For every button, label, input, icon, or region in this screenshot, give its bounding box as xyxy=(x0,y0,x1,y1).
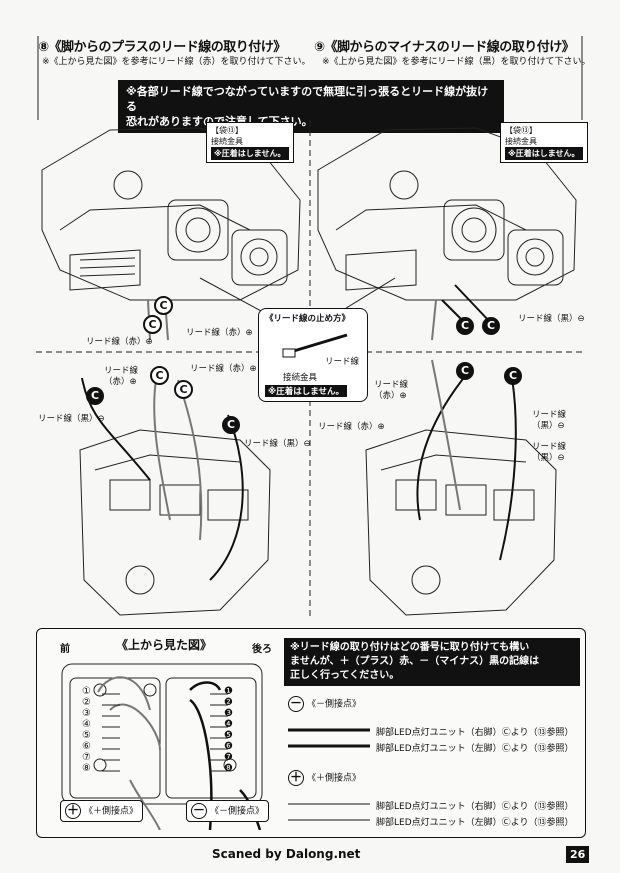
c-marker: C xyxy=(154,296,173,315)
contact-number: ❸ xyxy=(224,708,233,719)
minus-legend-title: －《－側接点》 xyxy=(288,696,361,712)
contact-number: ⑧ xyxy=(82,763,91,774)
step8-subtitle: ※《上から見た図》を参考にリード線（赤）を取り付けて下さい。 xyxy=(42,57,311,67)
red-wire-label-b: （赤）⊕ xyxy=(104,377,137,387)
warning-banner: ※各部リード線でつながっていますので無理に引っ張るとリード線が抜ける 恐れがあり… xyxy=(118,80,504,133)
c-marker-filled: C xyxy=(504,367,522,385)
step9-title: ⑨《脚からのマイナスのリード線の取り付け》 xyxy=(314,40,575,55)
legend-row: 脚部LED点灯ユニット（右脚）Ⓒより（⑬参照） xyxy=(376,802,574,812)
plus-icon: ＋ xyxy=(288,770,304,786)
black-wire-label-a: リード線 xyxy=(532,410,567,420)
plus-legend-title: ＋《＋側接点》 xyxy=(288,770,361,786)
plus-contact-label: 《＋側接点》 xyxy=(84,806,139,817)
connector-drawing xyxy=(282,333,348,358)
c-marker: C xyxy=(174,380,193,399)
lead-stop-wire: リード線 xyxy=(325,357,360,367)
c-marker: C xyxy=(150,366,169,385)
contact-number: ① xyxy=(82,686,91,697)
red-wire-label-a: リード線 xyxy=(104,366,139,376)
contact-number: ❺ xyxy=(224,730,233,741)
warning-line1: ※各部リード線でつながっていますので無理に引っ張るとリード線が抜ける xyxy=(126,85,489,113)
red-wire-label: リード線（赤）⊕ xyxy=(86,337,153,347)
red-wire-label: リード線（赤）⊕ xyxy=(318,422,385,432)
black-wire-label-b: （黒）⊖ xyxy=(532,453,565,463)
black-wire-label-a: リード線 xyxy=(532,442,567,452)
step8-title: ⑧《脚からのプラスのリード線の取り付け》 xyxy=(38,40,286,55)
lead-stop-part: 接続金具 xyxy=(283,373,318,383)
bag13-callout-right: 【袋⑬】 接続金具 ※圧着はしません。 xyxy=(500,122,588,163)
black-wire-label: リード線（黒）⊖ xyxy=(38,414,105,424)
minus-contact-numbers: ❶ ❷ ❸ ❹ ❺ ❻ ❼ ❽ xyxy=(224,686,233,774)
note-line: 正しく行ってください。 xyxy=(290,670,400,681)
minus-contact-key: －《－側接点》 xyxy=(186,800,270,822)
red-wire-sample xyxy=(288,803,370,821)
note-line: ませんが、＋（プラス）赤、－（マイナス）黒の記線は xyxy=(290,656,540,667)
wiring-note: ※リード線の取り付けはどの番号に取り付けても構い ませんが、＋（プラス）赤、－（… xyxy=(284,638,580,686)
plus-icon: ＋ xyxy=(65,803,81,819)
bag-label: 【袋⑬】 xyxy=(211,126,243,135)
scan-credit: Scaned by Dalong.net xyxy=(212,847,361,861)
contact-number: ❻ xyxy=(224,741,233,752)
legend-row: 脚部LED点灯ユニット（左脚）Ⓒより（⑬参照） xyxy=(376,744,574,754)
contact-number: ⑦ xyxy=(82,752,91,763)
top-view-title: 《上から見た図》 xyxy=(116,638,213,652)
minus-icon: － xyxy=(288,696,304,712)
contact-number: ❷ xyxy=(224,697,233,708)
black-wire-sample xyxy=(288,728,370,748)
contact-number: ❼ xyxy=(224,752,233,763)
part-label: 接続金具 xyxy=(211,137,243,146)
c-marker-filled: C xyxy=(86,387,104,405)
front-label: 前 xyxy=(60,644,70,655)
lead-stop-title: 《リード線の止め方》 xyxy=(265,314,351,324)
red-wire-label-a: リード線 xyxy=(374,380,409,390)
part-label: 接続金具 xyxy=(505,137,537,146)
note-line: ※リード線の取り付けはどの番号に取り付けても構い xyxy=(290,642,530,653)
contact-number: ④ xyxy=(82,719,91,730)
plus-contact-key: ＋《＋側接点》 xyxy=(60,800,144,822)
c-marker-filled: C xyxy=(456,362,474,380)
black-wire-label-b: （黒）⊖ xyxy=(532,421,565,431)
red-wire-label-b: （赤）⊕ xyxy=(374,391,407,401)
lead-stop-note: ※圧着はしません。 xyxy=(265,385,348,397)
contact-number: ❽ xyxy=(224,763,233,774)
c-marker-filled: C xyxy=(482,317,500,335)
c-marker: C xyxy=(143,315,162,334)
page-number: 26 xyxy=(566,846,590,863)
contact-number: ❹ xyxy=(224,719,233,730)
black-wire-label: リード線（黒）⊖ xyxy=(244,439,311,449)
bag13-callout-left: 【袋⑬】 接続金具 ※圧着はしません。 xyxy=(206,122,294,163)
lead-stop-callout: 《リード線の止め方》 リード線 接続金具 ※圧着はしません。 xyxy=(258,308,368,402)
c-marker-filled: C xyxy=(222,416,240,434)
black-wire-label: リード線（黒）⊖ xyxy=(518,314,585,324)
legend-title: 《－側接点》 xyxy=(307,699,362,710)
minus-contact-label: 《－側接点》 xyxy=(210,806,265,817)
back-label: 後ろ xyxy=(252,644,272,655)
no-crimp-note: ※圧着はしません。 xyxy=(211,147,289,160)
step9-subtitle: ※《上から見た図》を参考にリード線（黒）を取り付けて下さい。 xyxy=(322,57,591,67)
legend-title: 《＋側接点》 xyxy=(307,773,362,784)
legend-row: 脚部LED点灯ユニット（右脚）Ⓒより（⑬参照） xyxy=(376,728,574,738)
red-wire-label: リード線（赤）⊕ xyxy=(186,328,253,338)
bag-label: 【袋⑬】 xyxy=(505,126,537,135)
contact-number: ⑥ xyxy=(82,741,91,752)
contact-number: ③ xyxy=(82,708,91,719)
contact-number: ② xyxy=(82,697,91,708)
red-wire-label: リード線（赤）⊕ xyxy=(190,364,257,374)
legend-row: 脚部LED点灯ユニット（左脚）Ⓒより（⑬参照） xyxy=(376,818,574,828)
no-crimp-note: ※圧着はしません。 xyxy=(505,147,583,160)
minus-icon: － xyxy=(191,803,207,819)
plus-contact-numbers: ① ② ③ ④ ⑤ ⑥ ⑦ ⑧ xyxy=(82,686,91,774)
contact-number: ⑤ xyxy=(82,730,91,741)
c-marker-filled: C xyxy=(456,317,474,335)
contact-number: ❶ xyxy=(224,686,233,697)
